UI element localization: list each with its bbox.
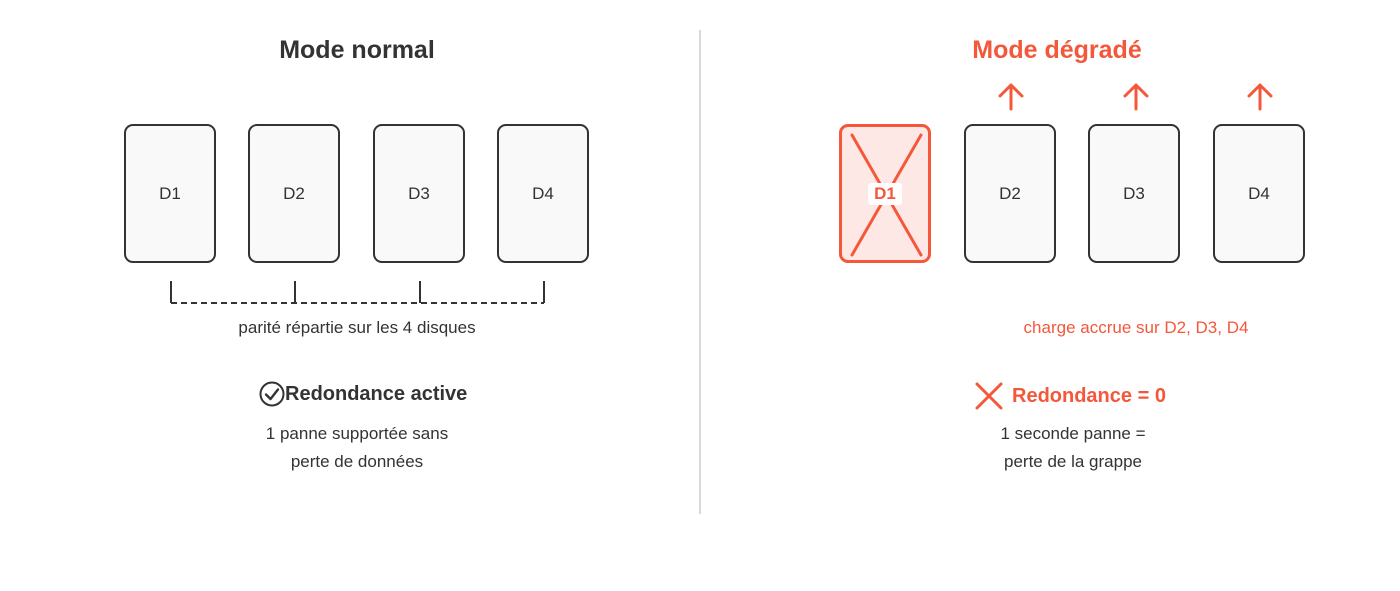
disk-d3: D3 [373,124,465,263]
status-label: Redondance = 0 [1012,384,1166,407]
description-line: perte de la grappe [1004,452,1142,471]
disk-label: D2 [999,183,1021,203]
description-line: 1 panne supportée sans [265,424,449,443]
redundancy-zero-status: Redondance = 0 [974,381,1166,411]
parity-bracket [170,281,545,304]
disk-label: D3 [408,183,430,203]
description-line: 1 seconde panne = [1000,424,1146,443]
disk-d2: D2 [248,124,340,263]
disk-label: D3 [1123,183,1145,203]
failed-disk-d1: D1 [839,124,931,263]
arrow-up-icon [1247,83,1273,111]
disk-label: D1 [159,183,181,203]
cross-icon [975,382,1003,410]
normal-description: 1 panne supportée sans perte de données [157,420,557,476]
check-circle-icon [259,381,285,407]
arrow-up-icon [1123,83,1149,111]
degraded-mode-title: Mode dégradé [972,36,1142,64]
description-line: perte de données [290,452,424,471]
parity-caption: parité répartie sur les 4 disques [238,318,476,337]
disk-d2: D2 [964,124,1056,263]
disk-d3: D3 [1088,124,1180,263]
disk-d4: D4 [497,124,589,263]
status-label: Redondance active [285,382,468,405]
disk-label: D4 [1248,183,1270,203]
redundancy-active-status: Redondance active [259,381,467,407]
degraded-description: 1 seconde panne = perte de la grappe [873,420,1273,476]
load-caption: charge accrue sur D2, D3, D4 [1023,318,1249,337]
arrow-up-icon [998,83,1024,111]
disk-label: D2 [283,183,305,203]
divider [699,30,701,514]
failed-disk-label: D1 [868,182,902,205]
disk-label: D4 [532,183,554,203]
disk-d4: D4 [1213,124,1305,263]
disk-d1: D1 [124,124,216,263]
normal-mode-title: Mode normal [279,36,435,64]
